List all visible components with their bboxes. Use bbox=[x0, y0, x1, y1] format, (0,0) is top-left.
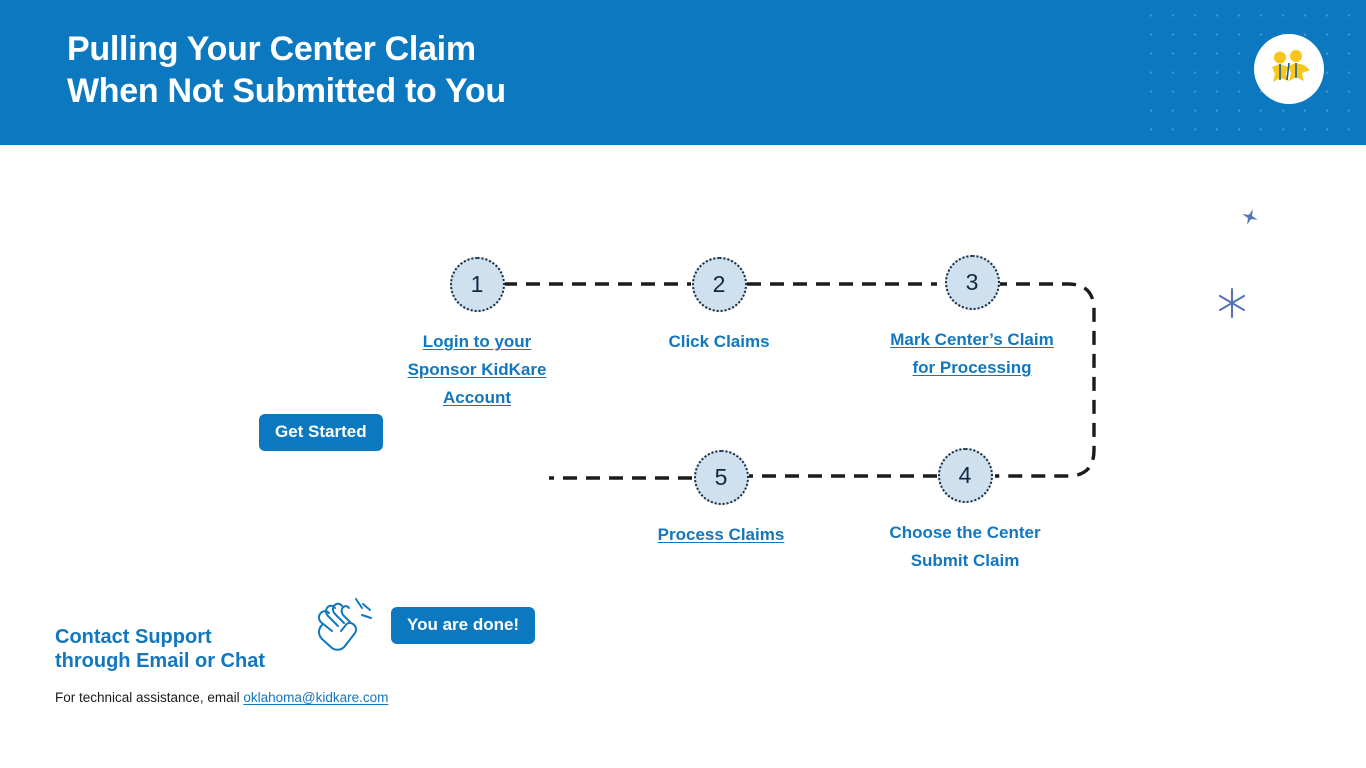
step-4-number: 4 bbox=[937, 448, 993, 503]
six-point-sparkle-icon bbox=[1218, 287, 1246, 319]
flow-step-5: 5 Process Claims bbox=[631, 450, 811, 549]
flow-step-1: 1 Login to your Sponsor KidKare Account bbox=[387, 257, 567, 412]
step-5-label[interactable]: Process Claims bbox=[657, 525, 785, 544]
kidkare-logo-badge bbox=[1254, 34, 1324, 104]
flow-step-3: 3 Mark Center’s Claim for Processing bbox=[882, 255, 1062, 382]
step-3-label[interactable]: Mark Center’s Claim for Processing bbox=[890, 330, 1054, 377]
contact-support-heading: Contact Support through Email or Chat bbox=[55, 626, 265, 672]
step-2-label: Click Claims bbox=[668, 332, 770, 351]
four-point-star-icon bbox=[1242, 209, 1258, 225]
clapping-hands-icon bbox=[317, 598, 372, 651]
kidkare-two-figures-logo-icon bbox=[1272, 50, 1310, 82]
you-are-done-badge: You are done! bbox=[391, 607, 536, 644]
page-header: Pulling Your Center Claim When Not Submi… bbox=[0, 0, 1366, 145]
step-1-number: 1 bbox=[449, 257, 505, 312]
support-email-link[interactable]: oklahoma@kidkare.com bbox=[243, 690, 389, 705]
flow-step-2: 2 Click Claims bbox=[629, 257, 809, 356]
technical-assistance-prefix: For technical assistance, email bbox=[55, 690, 244, 705]
page-title: Pulling Your Center Claim When Not Submi… bbox=[67, 30, 506, 110]
step-1-label[interactable]: Login to your Sponsor KidKare Account bbox=[407, 332, 547, 407]
step-3-number: 3 bbox=[944, 255, 1000, 310]
header-dot-pattern bbox=[1136, 0, 1366, 145]
process-flow-diagram: Get Started You are done! 1 Login to you… bbox=[0, 145, 1366, 651]
flow-step-4: 4 Choose the Center Submit Claim bbox=[875, 448, 1055, 575]
step-5-number: 5 bbox=[693, 450, 749, 505]
step-4-label: Choose the Center Submit Claim bbox=[889, 523, 1041, 570]
technical-assistance-note: For technical assistance, email oklahoma… bbox=[55, 689, 755, 707]
get-started-badge: Get Started bbox=[259, 414, 383, 451]
footer-section: Contact Support through Email or Chat Fo… bbox=[55, 625, 755, 707]
flow-connector-lines bbox=[503, 282, 1096, 480]
step-2-number: 2 bbox=[691, 257, 747, 312]
